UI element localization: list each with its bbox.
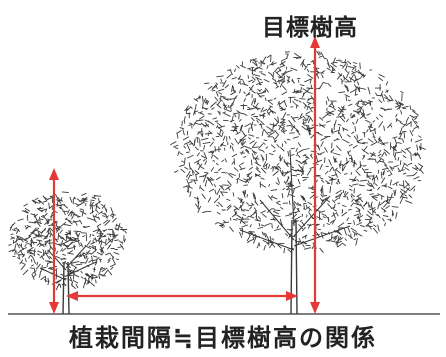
target-height-arrow-bottom-head xyxy=(310,302,320,314)
tree-branch xyxy=(259,199,295,241)
small-tree-arrow-top-head xyxy=(49,168,59,180)
spacing-arrow-right-head xyxy=(286,291,298,301)
tree-foliage xyxy=(8,191,128,291)
tree-foliage xyxy=(170,50,426,254)
tree-branch xyxy=(65,261,97,277)
diagram-caption: 植栽間隔≒目標樹高の関係 xyxy=(68,324,378,352)
small-tree-arrow-bottom-head xyxy=(49,302,59,314)
target-height-label: 目標樹高 xyxy=(262,15,358,41)
tree-branch xyxy=(293,195,331,237)
large-tree xyxy=(170,50,426,315)
target-height-arrow-top-head xyxy=(310,36,320,48)
spacing-arrow-left-head xyxy=(66,291,78,301)
tree-branch xyxy=(289,149,295,227)
arrows xyxy=(49,36,320,314)
tree-trunk xyxy=(62,261,70,315)
tree-branch xyxy=(65,245,87,269)
